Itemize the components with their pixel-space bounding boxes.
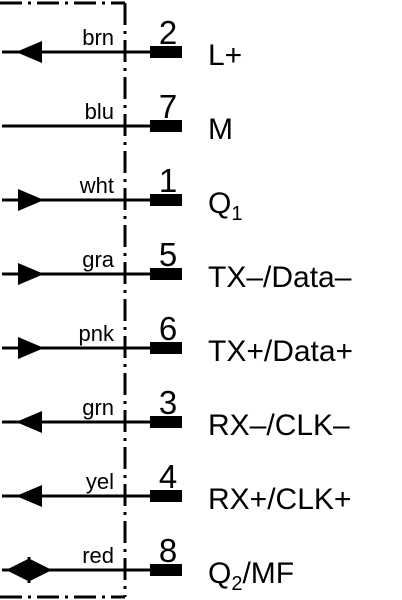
- signal-name-main: Q: [208, 557, 231, 590]
- pin-terminal: [150, 490, 182, 502]
- arrow-left-icon: [16, 485, 42, 507]
- pin-number: 4: [159, 458, 177, 495]
- wire-color-label: gra: [82, 247, 115, 272]
- wire-color-label: red: [82, 543, 114, 568]
- signal-subscript: 2: [231, 573, 242, 595]
- wire-row-6: pnk 6TX+/Data+: [2, 310, 353, 368]
- pin-terminal: [150, 416, 182, 428]
- pin-terminal: [150, 46, 182, 58]
- wire-row-4: yel 4RX+/CLK+: [2, 458, 351, 516]
- pin-number: 1: [159, 162, 177, 199]
- pin-number: 2: [159, 14, 177, 51]
- wire-color-label: grn: [82, 395, 114, 420]
- pin-number: 3: [159, 384, 177, 421]
- signal-name: Q1: [208, 187, 242, 225]
- wire-color-label: brn: [82, 25, 114, 50]
- arrow-right-icon: [30, 559, 52, 581]
- wire-color-label: blu: [85, 99, 114, 124]
- signal-name: TX+/Data+: [208, 335, 353, 368]
- signal-subscript: 1: [231, 203, 242, 225]
- signal-name-main: Q: [208, 187, 231, 220]
- signal-name-main: M: [208, 113, 233, 146]
- arrow-right-icon: [18, 263, 44, 285]
- wire-color-label: yel: [86, 469, 114, 494]
- pin-number: 8: [159, 532, 177, 569]
- wire-row-5: gra 5TX–/Data–: [2, 236, 352, 294]
- arrow-right-icon: [18, 337, 44, 359]
- pin-number: 6: [159, 310, 177, 347]
- arrow-left-icon: [16, 41, 42, 63]
- pin-number: 5: [159, 236, 177, 273]
- signal-suffix: /MF: [242, 557, 294, 590]
- signal-name: M: [208, 113, 233, 146]
- connector-outline: [0, 1, 127, 599]
- pin-terminal: [150, 120, 182, 132]
- pin-terminal: [150, 194, 182, 206]
- signal-name: RX+/CLK+: [208, 483, 351, 516]
- signal-name-main: L+: [208, 39, 242, 72]
- signal-name: L+: [208, 39, 242, 72]
- arrow-left-icon: [6, 559, 28, 581]
- signal-name-main: RX+/CLK+: [208, 483, 351, 516]
- signal-name: TX–/Data–: [208, 261, 352, 294]
- arrow-right-icon: [18, 189, 44, 211]
- signal-name: Q2/MF: [208, 557, 294, 595]
- signal-name: RX–/CLK–: [208, 409, 350, 442]
- wire-row-7: blu 7M: [2, 88, 233, 146]
- wire-row-2: brn 2L+: [2, 14, 242, 72]
- pin-terminal: [150, 342, 182, 354]
- signal-name-main: TX–/Data–: [208, 261, 352, 294]
- wire-color-label: pnk: [79, 321, 115, 346]
- signal-name-main: RX–/CLK–: [208, 409, 350, 442]
- pin-number: 7: [159, 88, 177, 125]
- pin-terminal: [150, 268, 182, 280]
- pin-terminal: [150, 564, 182, 576]
- signal-name-main: TX+/Data+: [208, 335, 353, 368]
- wire-row-3: grn 3RX–/CLK–: [2, 384, 350, 442]
- wire-color-label: wht: [79, 173, 114, 198]
- arrow-left-icon: [16, 411, 42, 433]
